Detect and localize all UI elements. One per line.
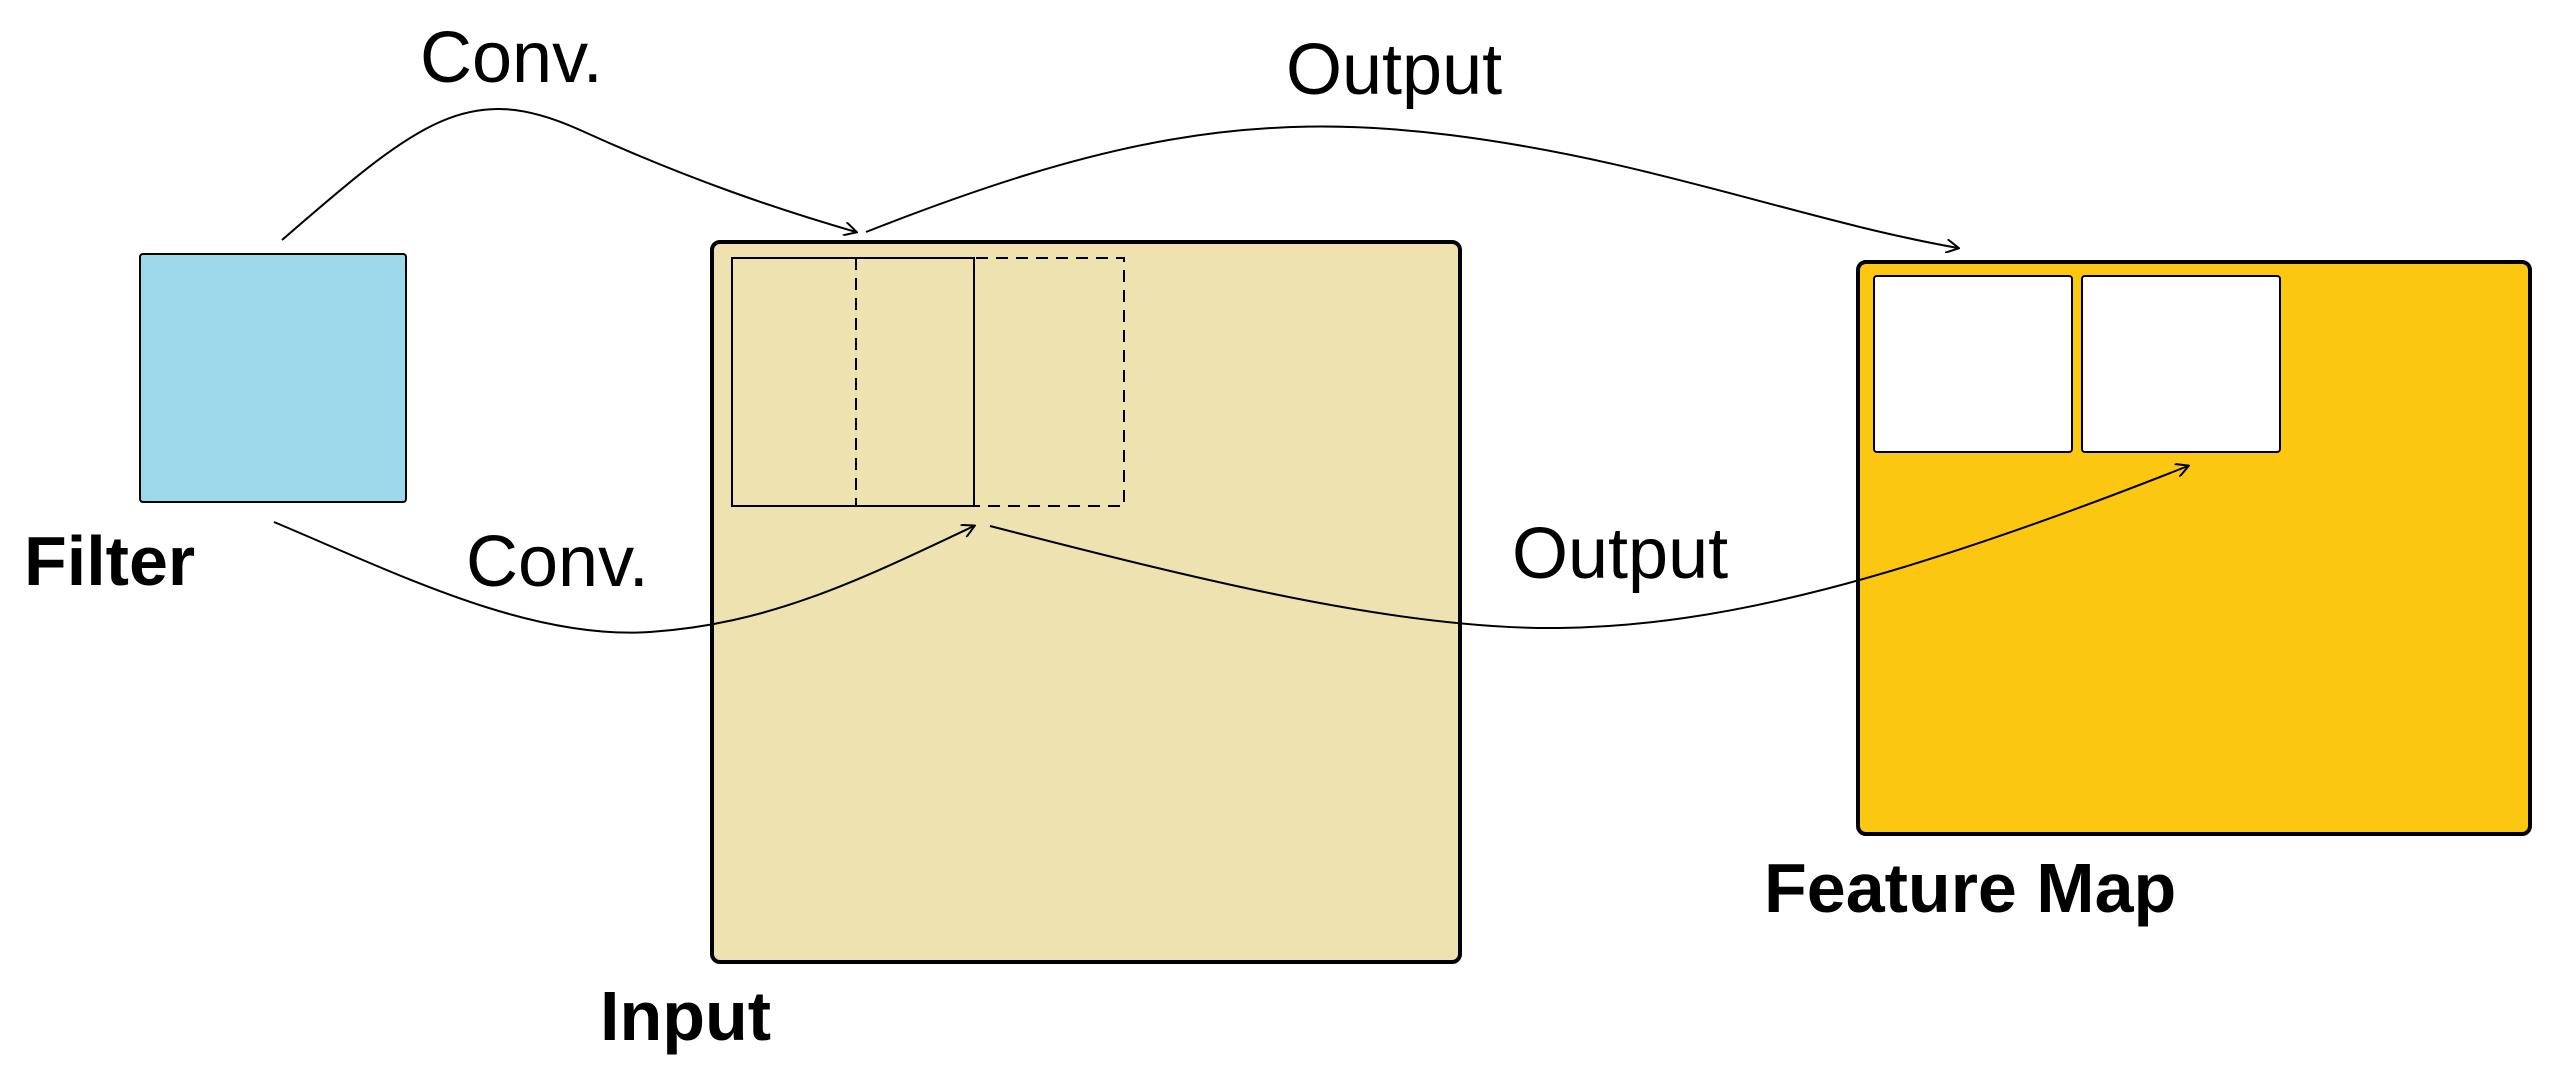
conv-arrow-bottom [273, 521, 974, 634]
output-arrow-bottom [989, 466, 2188, 630]
filter-block [139, 253, 407, 503]
input-block [710, 240, 1462, 964]
output-arrow-top [865, 125, 1958, 248]
receptive-field-window-first [731, 257, 975, 507]
feature-map-cell-first [1873, 275, 2073, 453]
conv-arrow-top [281, 108, 856, 241]
output-label-top: Output [1286, 30, 1502, 110]
output-label-bottom: Output [1512, 514, 1728, 594]
input-label: Input [600, 977, 771, 1055]
receptive-field-window-second [855, 257, 1125, 507]
feature-map-cell-second [2081, 275, 2281, 453]
conv-label-top: Conv. [420, 18, 603, 98]
filter-label: Filter [24, 522, 195, 600]
conv-label-bottom: Conv. [466, 522, 649, 602]
feature-map-label: Feature Map [1764, 849, 2176, 927]
